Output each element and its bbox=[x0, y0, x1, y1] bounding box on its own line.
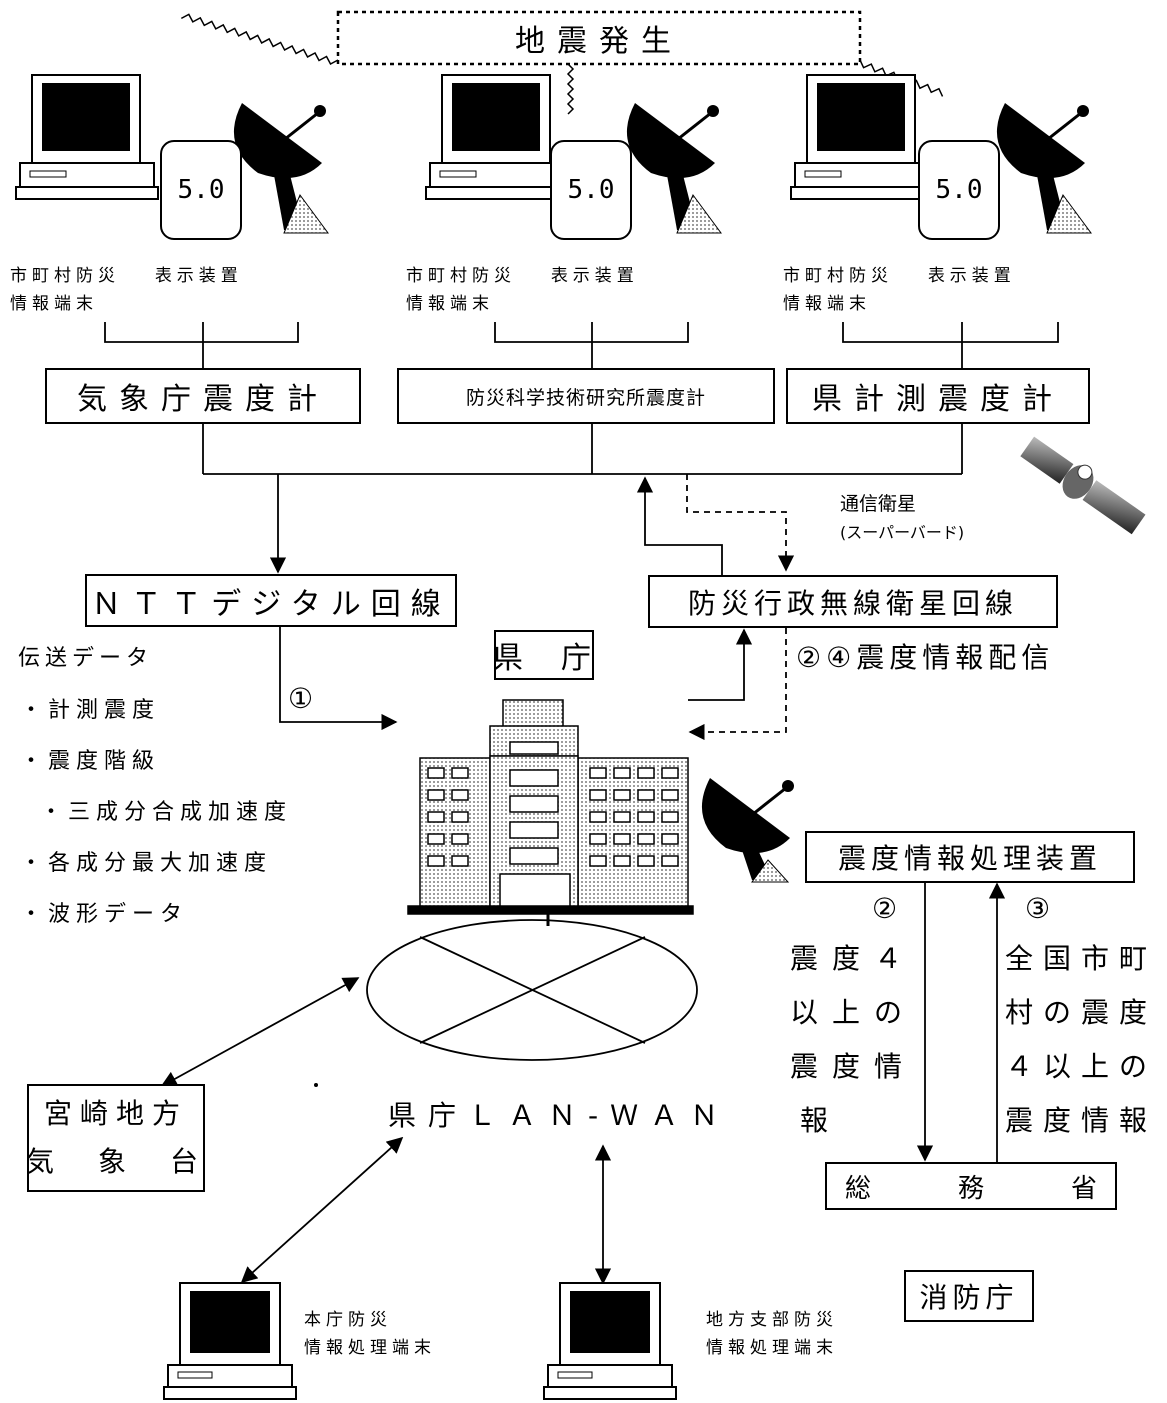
terminal-label-group-3: 市町村防災 表示装置 情報端末 bbox=[783, 262, 1016, 318]
terminal-label-group-2: 市町村防災 表示装置 情報端末 bbox=[406, 262, 639, 318]
fdma-box: 消防庁 bbox=[904, 1270, 1034, 1322]
computer-icon bbox=[426, 75, 568, 199]
transmitted-data-heading: 伝送データ bbox=[18, 640, 153, 672]
terminal-label-line-2: 情報端末 bbox=[783, 294, 871, 314]
transmitted-data-item: ・計測震度 bbox=[20, 692, 160, 724]
terminal-label-line-2: 情報端末 bbox=[406, 294, 494, 314]
distribution-label: ②④震度情報配信 bbox=[796, 636, 1054, 676]
arrow-sat-to-bus bbox=[645, 478, 722, 578]
step-marker-2: ② bbox=[872, 892, 897, 925]
info-line: 震度４ bbox=[790, 932, 916, 986]
earthquake-event-label: 地震発生 bbox=[338, 14, 860, 62]
hq-terminal-label-line-1: 本庁防災 bbox=[304, 1310, 392, 1330]
display-label: 表示装置 bbox=[551, 266, 639, 286]
intensity-processor-box: 震度情報処理装置 bbox=[805, 831, 1135, 883]
downward-info-text: 震度４ 以上の 震度情 報 bbox=[790, 932, 916, 1148]
step-marker-1: ① bbox=[288, 682, 313, 715]
observatory-label-line-1: 宮崎地方 bbox=[44, 1090, 188, 1138]
intensity-display-3: 5.0 bbox=[918, 140, 1000, 240]
dashed-bus-to-sat bbox=[687, 474, 786, 570]
bracket-connectors bbox=[105, 322, 1058, 368]
hq-terminal-label: 本庁防災 情報処理端末 bbox=[304, 1306, 436, 1362]
satellite-label-line-1: 通信衛星 bbox=[840, 493, 916, 515]
terminal-label-line-1: 市町村防災 bbox=[10, 266, 120, 286]
ministry-box: 総 務 省 bbox=[825, 1162, 1117, 1210]
intensity-display-1: 5.0 bbox=[160, 140, 242, 240]
hq-terminal-label-line-2: 情報処理端末 bbox=[304, 1338, 436, 1358]
lan-wan-label: 県庁ＬＡＮ-ＷＡＮ bbox=[388, 1094, 730, 1134]
dashed-sat-to-office bbox=[690, 628, 786, 732]
terminal-label-line-1: 市町村防災 bbox=[406, 266, 516, 286]
info-line: 震度情 bbox=[790, 1040, 916, 1094]
seismic-wave-left bbox=[181, 13, 338, 66]
computer-icon bbox=[791, 75, 933, 199]
arrow-hq-terminal-lan bbox=[242, 1138, 402, 1282]
observatory-label-line-2: 気 象 台 bbox=[26, 1138, 206, 1186]
prefecture-seismometer-box: 県計測震度計 bbox=[786, 368, 1090, 424]
computer-icon bbox=[16, 75, 158, 199]
computer-icon bbox=[164, 1283, 296, 1399]
info-line: 報 bbox=[790, 1094, 916, 1148]
display-label: 表示装置 bbox=[155, 266, 243, 286]
upward-info-text: 全国市町 村の震度 ４以上の 震度情報 bbox=[1005, 932, 1157, 1148]
satellite-icon bbox=[1017, 431, 1150, 539]
ministry-char: 省 bbox=[1071, 1168, 1097, 1205]
local-meteorological-observatory-box: 宮崎地方 気 象 台 bbox=[27, 1084, 205, 1192]
step-marker-3: ③ bbox=[1025, 892, 1050, 925]
info-line: 村の震度 bbox=[1005, 986, 1157, 1040]
satellite-admin-line-box: 防災行政無線衛星回線 bbox=[648, 575, 1058, 628]
branch-terminal-label-line-1: 地方支部防災 bbox=[706, 1310, 838, 1330]
satellite-dish-icon bbox=[702, 778, 794, 882]
satellite-dish-icon bbox=[997, 103, 1091, 233]
transmitted-data-item: ・各成分最大加速度 bbox=[20, 845, 272, 877]
satellite-dish-icon bbox=[234, 103, 328, 233]
intensity-display-2: 5.0 bbox=[550, 140, 632, 240]
info-line: 震度情報 bbox=[1005, 1094, 1157, 1148]
info-line: 以上の bbox=[790, 986, 916, 1040]
prefecture-building-icon bbox=[408, 700, 693, 914]
jma-seismometer-box: 気象庁震度計 bbox=[45, 368, 361, 424]
ministry-char: 務 bbox=[958, 1168, 984, 1205]
transmitted-data-item: ・震度階級 bbox=[20, 743, 160, 775]
info-line: 全国市町 bbox=[1005, 932, 1157, 986]
info-line: ４以上の bbox=[1005, 1040, 1157, 1094]
seismic-wave-center bbox=[568, 64, 573, 114]
lan-wan-network bbox=[367, 920, 697, 1060]
transmitted-data-item: ・三成分合成加速度 bbox=[40, 794, 292, 826]
satellite-dish-icon bbox=[627, 103, 721, 233]
prefecture-office-box: 県 庁 bbox=[494, 630, 594, 680]
satellite-label-line-2: (スーパーバード) bbox=[840, 523, 964, 542]
terminal-label-line-1: 市町村防災 bbox=[783, 266, 893, 286]
terminal-label-line-2: 情報端末 bbox=[10, 294, 98, 314]
transmitted-data-item: ・波形データ bbox=[20, 896, 188, 928]
bus-lines bbox=[203, 424, 962, 474]
ntt-digital-line-box: ＮＴＴデジタル回線 bbox=[85, 574, 457, 627]
arrow-office-to-sat bbox=[688, 630, 744, 700]
computer-icon bbox=[544, 1283, 676, 1399]
arrow-observatory-lan bbox=[162, 978, 358, 1086]
nied-seismometer-box: 防災科学技術研究所震度計 bbox=[397, 368, 775, 424]
branch-terminal-label-line-2: 情報処理端末 bbox=[706, 1338, 838, 1358]
branch-terminal-label: 地方支部防災 情報処理端末 bbox=[706, 1306, 838, 1362]
terminal-label-group-1: 市町村防災 表示装置 情報端末 bbox=[10, 262, 243, 318]
satellite-label: 通信衛星 (スーパーバード) bbox=[840, 490, 964, 547]
ministry-char: 総 bbox=[845, 1168, 871, 1205]
display-label: 表示装置 bbox=[928, 266, 1016, 286]
